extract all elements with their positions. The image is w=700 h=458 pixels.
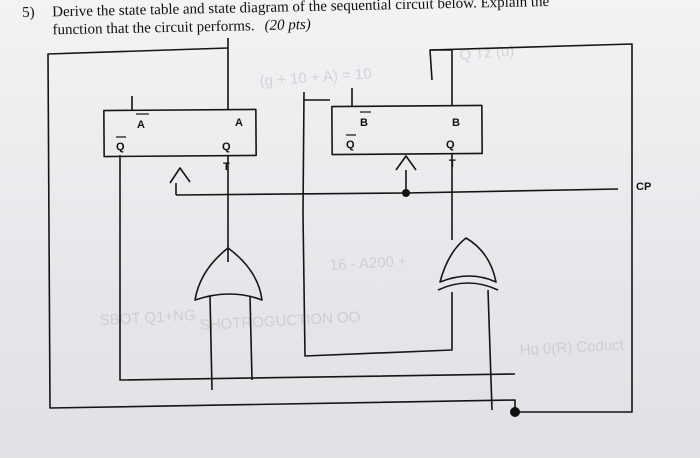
wire-clock-cp (175, 183, 619, 196)
flipflop-b-b-label: B (452, 117, 460, 129)
bleed-text-4: 16 - A200 + (329, 253, 407, 274)
clock-cp-label: CP (636, 181, 651, 193)
wire-or-a-in-left (209, 295, 213, 391)
flipflop-b-bbar-label: B (360, 117, 368, 129)
flipflop-a-qbar-label: Q (116, 141, 125, 153)
flipflop-a-box (103, 108, 257, 158)
flipflop-a-abar-label: A (137, 119, 145, 131)
wire-xor-b-in-left (302, 91, 453, 357)
flipflop-a-a-label: A (235, 117, 243, 129)
wire-left-loop (47, 38, 516, 412)
xor-gate-b (439, 237, 497, 283)
wire-qbar-a (119, 155, 516, 381)
flipflop-b-box (331, 104, 483, 156)
flipflop-a-q-label: Q (222, 141, 231, 153)
flipflop-b-qbar-label: Q (346, 139, 355, 151)
or-gate-a (194, 247, 263, 301)
flipflop-b-q-label: Q (446, 139, 455, 151)
wire-or-a-in-right (249, 295, 253, 381)
xor-gate-b-extra-arc (437, 282, 499, 291)
junction-bottom (510, 407, 520, 417)
wire-ff-b-q-up (429, 49, 453, 106)
flipflop-b-t-label: T (449, 158, 456, 170)
bleed-text-6: Hq 0(R) Coduct (519, 337, 625, 359)
wire-xor-b-in-right (487, 289, 493, 411)
wire-b-right-loop (429, 43, 633, 413)
flipflop-a-t-label: T (223, 161, 230, 173)
junction-clock (402, 189, 410, 197)
clock-triangle-a (169, 167, 191, 184)
clock-triangle-b (395, 155, 417, 171)
bleed-text-5: SBOT Q1+NG (99, 307, 196, 329)
